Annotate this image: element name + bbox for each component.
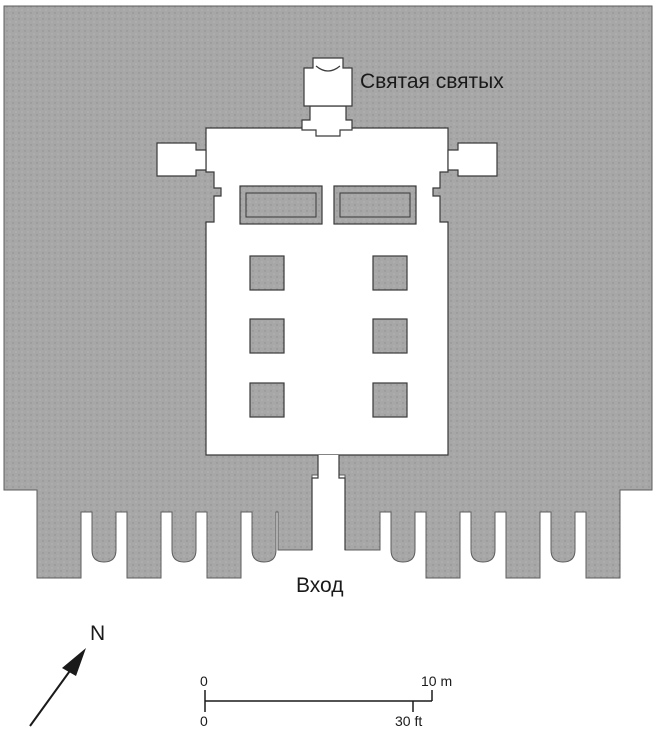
scale-metric-start: 0 bbox=[200, 673, 208, 689]
sanctuary-chamber bbox=[303, 57, 353, 107]
column-right-1 bbox=[372, 255, 408, 291]
north-label: N bbox=[90, 622, 105, 645]
entrance-corridor-walls bbox=[311, 455, 346, 550]
scale-imperial-start: 0 bbox=[200, 713, 208, 729]
column-left-1 bbox=[249, 255, 285, 291]
right-side-chamber bbox=[447, 142, 498, 177]
north-arrow-icon bbox=[62, 648, 86, 676]
wall-block-right-inner bbox=[339, 192, 411, 218]
scale-imperial-end: 30 ft bbox=[395, 713, 422, 729]
north-arrow-shaft bbox=[29, 667, 73, 727]
scale-metric-end: 10 m bbox=[421, 673, 452, 689]
column-left-3 bbox=[249, 382, 285, 418]
entrance-label: Вход bbox=[296, 574, 344, 597]
entrance-corridor bbox=[318, 455, 339, 555]
left-side-chamber bbox=[156, 142, 207, 177]
wall-block-left-inner bbox=[245, 192, 317, 218]
scale-bar: 0 10 m 0 30 ft bbox=[200, 673, 452, 729]
sanctuary-niche bbox=[315, 65, 341, 72]
column-right-3 bbox=[372, 382, 408, 418]
north-arrow: N bbox=[29, 622, 105, 727]
column-right-2 bbox=[372, 318, 408, 354]
sanctuary-label: Святая святых bbox=[360, 70, 504, 93]
column-left-2 bbox=[249, 318, 285, 354]
main-hall bbox=[205, 127, 449, 456]
